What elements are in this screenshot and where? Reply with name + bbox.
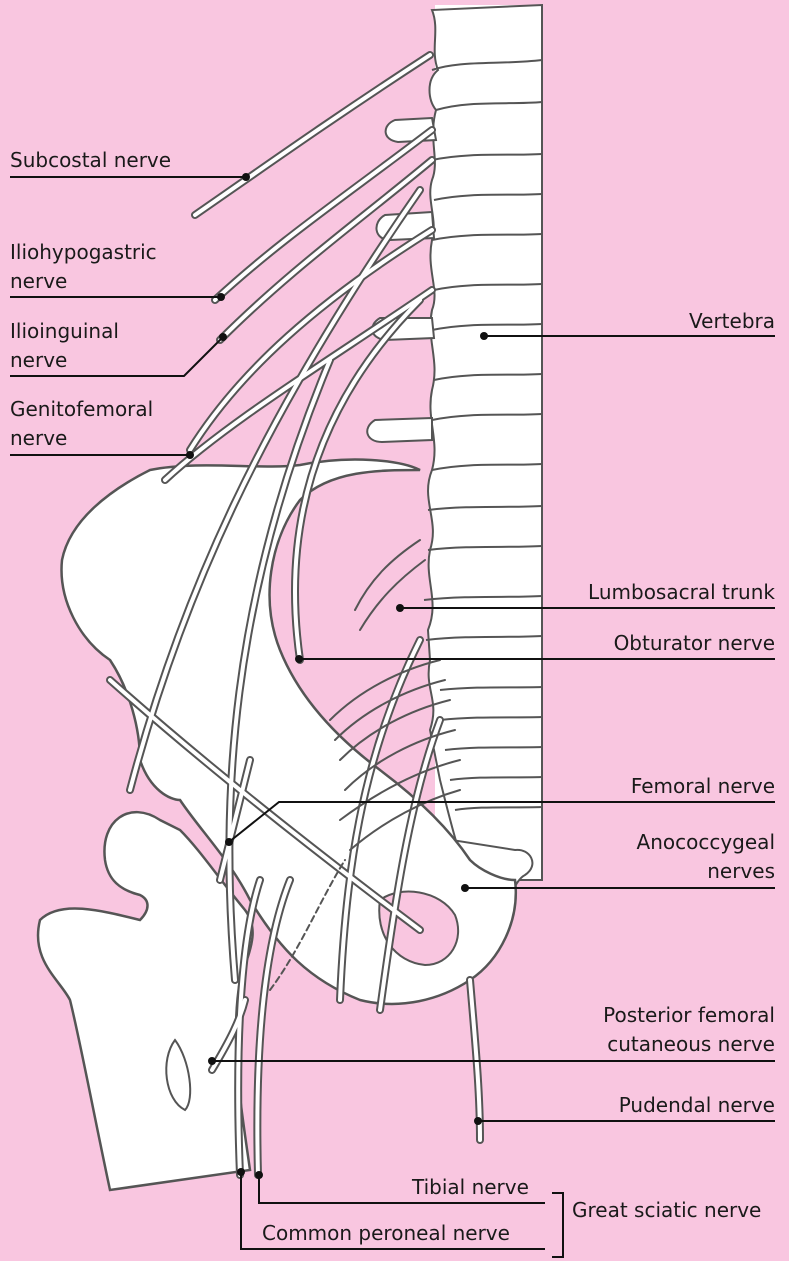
label-posterior-femoral-line1: Posterior femoral [603, 1003, 775, 1027]
label-posterior-femoral-line2: cutaneous nerve [607, 1032, 775, 1056]
label-vertebra: Vertebra [689, 309, 775, 333]
label-iliohypogastric-line2: nerve [10, 269, 67, 293]
label-iliohypogastric-line1: Iliohypogastric [10, 240, 157, 264]
label-tibial-nerve: Tibial nerve [412, 1175, 529, 1199]
label-common-peroneal-nerve: Common peroneal nerve [262, 1221, 510, 1245]
label-pudendal-nerve: Pudendal nerve [619, 1093, 775, 1117]
label-subcostal-nerve: Subcostal nerve [10, 148, 171, 172]
label-ilioinguinal-line1: Ilioinguinal [10, 319, 119, 343]
vertebral-column [428, 5, 542, 880]
label-obturator-nerve: Obturator nerve [614, 631, 775, 655]
label-ilioinguinal-line2: nerve [10, 348, 67, 372]
label-femoral-nerve: Femoral nerve [631, 774, 775, 798]
label-genitofemoral-line2: nerve [10, 426, 67, 450]
label-lumbosacral-trunk: Lumbosacral trunk [588, 580, 775, 604]
label-genitofemoral-line1: Genitofemoral [10, 397, 153, 421]
label-anococcygeal-line2: nerves [707, 859, 775, 883]
label-anococcygeal-line1: Anococcygeal [637, 830, 775, 854]
label-great-sciatic-nerve: Great sciatic nerve [572, 1198, 761, 1222]
